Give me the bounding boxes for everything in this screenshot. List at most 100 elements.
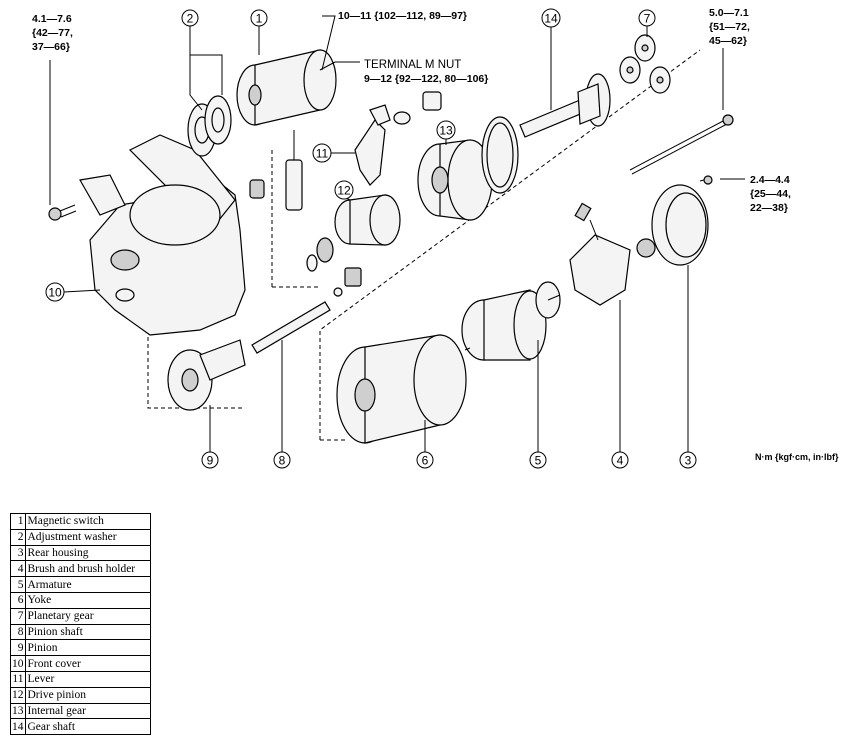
- callout-13: 13: [436, 120, 456, 140]
- legend-label: Armature: [24, 576, 151, 593]
- torque-specs: 4.1—7.6 {42—77, 37—66} 10—11 {102—112, 8…: [32, 7, 839, 462]
- svg-text:1: 1: [256, 12, 263, 26]
- internal-gear-part: [417, 139, 493, 221]
- front-bolt-part: [48, 204, 77, 221]
- svg-text:2: 2: [187, 12, 194, 26]
- drive-pinion-part: [306, 194, 401, 272]
- svg-text:14: 14: [544, 12, 558, 26]
- legend-number: 8: [10, 623, 26, 641]
- legend-number: 12: [10, 686, 26, 704]
- legend-number: 10: [10, 655, 26, 672]
- svg-text:{51—72,: {51—72,: [709, 21, 750, 33]
- legend-number: 3: [10, 544, 26, 562]
- svg-text:4.1—7.6: 4.1—7.6: [32, 13, 72, 25]
- legend-label: Lever: [24, 670, 151, 688]
- callout-14: 14: [541, 8, 561, 28]
- legend-number: 9: [10, 639, 26, 657]
- callout-markers: 1 2 3 4 5 6 7 8: [45, 8, 697, 469]
- legend-label: Front cover: [24, 655, 151, 672]
- svg-text:2.4—4.4: 2.4—4.4: [750, 174, 790, 186]
- assembly-guide-lines: [147, 49, 701, 441]
- stopper-parts: [333, 91, 442, 297]
- svg-text:{25—44,: {25—44,: [750, 188, 791, 200]
- svg-text:3: 3: [685, 454, 692, 468]
- gear-shaft-part: [519, 73, 611, 138]
- callout-8: 8: [273, 451, 291, 469]
- callout-3: 3: [679, 451, 697, 469]
- legend-label: Internal gear: [24, 702, 151, 720]
- callout-10: 10: [45, 282, 65, 302]
- yoke-part: [336, 334, 467, 444]
- plunger-part: [249, 130, 303, 211]
- legend-number: 7: [10, 607, 26, 625]
- leader-lines: [49, 15, 745, 452]
- retaining-ring-part: [481, 116, 519, 194]
- legend-label: Adjustment washer: [24, 528, 151, 546]
- brush-holder-part: [569, 202, 631, 306]
- svg-text:45—62}: 45—62}: [709, 35, 747, 47]
- svg-text:10: 10: [48, 286, 62, 300]
- rear-screw-torque: 2.4—4.4 {25—44, 22—38}: [750, 174, 791, 214]
- svg-text:11: 11: [316, 147, 329, 161]
- legend-label: Pinion shaft: [24, 623, 151, 641]
- callout-11: 11: [312, 143, 332, 163]
- legend-label: Gear shaft: [24, 718, 151, 736]
- legend-label: Yoke: [24, 591, 151, 609]
- through-bolt-torque: 5.0—7.1 {51—72, 45—62}: [709, 7, 750, 47]
- legend-number: 11: [10, 670, 26, 688]
- terminal-m-nut-label: TERMINAL M NUT: [364, 59, 461, 71]
- pinion-shaft-part: [251, 301, 331, 354]
- svg-text:5.0—7.1: 5.0—7.1: [709, 7, 749, 19]
- callout-12: 12: [334, 180, 354, 200]
- pinion-part: [167, 339, 246, 411]
- switch-nut-torque: 10—11 {102—112, 89—97}: [338, 10, 467, 22]
- exploded-view-diagram: 1 2 3 4 5 6 7 8: [32, 7, 839, 469]
- callout-1: 1: [250, 9, 268, 27]
- planetary-gear-part: [619, 34, 671, 94]
- front-bolt-torque: 4.1—7.6 {42—77, 37—66}: [32, 13, 73, 53]
- front-cover-part: [79, 134, 246, 336]
- adjustment-washer-part: [187, 95, 232, 157]
- legend-number: 4: [10, 560, 26, 578]
- callout-7: 7: [638, 9, 656, 27]
- lever-part: [354, 104, 391, 186]
- legend-label: Brush and brush holder: [24, 560, 151, 578]
- callout-6: 6: [416, 451, 434, 469]
- legend-label: Magnetic switch: [24, 513, 151, 530]
- svg-text:{42—77,: {42—77,: [32, 27, 73, 39]
- svg-text:7: 7: [644, 12, 651, 26]
- svg-text:9: 9: [207, 454, 214, 468]
- magnetic-switch-part: [236, 49, 337, 126]
- legend-number: 2: [10, 528, 26, 546]
- svg-text:22—38}: 22—38}: [750, 202, 788, 214]
- legend-label: Rear housing: [24, 544, 151, 562]
- through-bolt-part: [629, 114, 734, 175]
- armature-part: [461, 281, 561, 361]
- svg-text:37—66}: 37—66}: [32, 41, 70, 53]
- terminal-m-nut-torque: 9—12 {92—122, 80—106}: [364, 73, 488, 85]
- legend-number: 14: [10, 718, 26, 736]
- callout-9: 9: [201, 451, 219, 469]
- legend-number: 13: [10, 702, 26, 720]
- rear-housing-part: [636, 184, 709, 266]
- svg-text:5: 5: [535, 454, 542, 468]
- svg-text:12: 12: [337, 184, 351, 198]
- callout-2: 2: [181, 9, 199, 27]
- legend-label: Drive pinion: [24, 686, 151, 704]
- rear-screw-part: [699, 175, 713, 185]
- legend-number: 5: [10, 576, 26, 593]
